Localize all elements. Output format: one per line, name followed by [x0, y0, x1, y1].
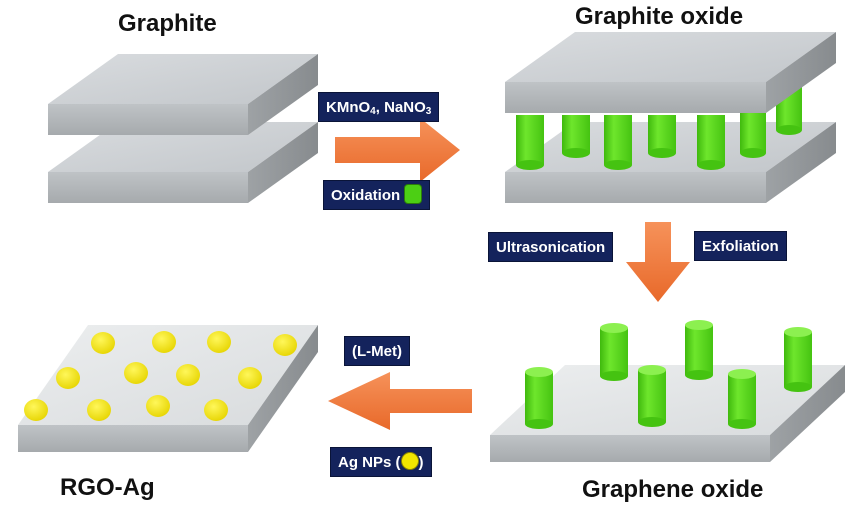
lmet-tag: (L-Met): [344, 336, 410, 366]
oxidant-tag: KMnO4, NaNO3: [318, 92, 440, 122]
kmno4-text: KMnO: [326, 99, 371, 116]
lmet-label: (L-Met): [352, 343, 402, 360]
oxide-pillars-back: [562, 80, 802, 158]
green-cylinder-icon: [404, 184, 423, 204]
reduction-arrow: [328, 372, 472, 430]
graphene-oxide-sheet: [490, 365, 845, 462]
exfoliation-tag: Exfoliation: [694, 231, 787, 261]
graphite-title: Graphite: [118, 10, 217, 37]
oxide-pillars-front: [516, 115, 725, 170]
yellow-dot-icon: [400, 452, 419, 470]
agnps-close-paren: ): [418, 454, 424, 471]
graphite-oxide-title: Graphite oxide: [575, 3, 744, 30]
silver-nanoparticles: [24, 331, 297, 421]
oxidation-arrow: [335, 118, 460, 182]
oxidation-label: Oxidation: [331, 187, 401, 204]
exfoliation-arrow: [626, 222, 690, 302]
ultrasonication-tag: Ultrasonication: [488, 232, 614, 262]
graphite-oxide-layers: [505, 32, 836, 203]
graphite-oxide-top-sheet: [505, 32, 836, 113]
nano3-subscript: 3: [425, 106, 432, 117]
graphene-oxide-pillars: [525, 320, 812, 429]
nano3-text: , NaNO: [375, 99, 426, 116]
agnps-label: Ag NPs (: [338, 454, 401, 471]
exfoliation-label: Exfoliation: [702, 238, 779, 255]
kmno4-subscript: 4: [370, 106, 376, 117]
oxidation-tag: Oxidation: [323, 180, 431, 210]
graphite-top-sheet: [48, 54, 318, 135]
rgo-ag-sheet: [18, 325, 318, 452]
ultrasonication-label: Ultrasonication: [496, 239, 606, 256]
agnps-tag: Ag NPs (): [330, 447, 432, 477]
rgo-ag-title: RGO-Ag: [60, 474, 155, 501]
graphite-layers: [48, 54, 318, 203]
graphene-oxide-title: Graphene oxide: [582, 476, 764, 503]
